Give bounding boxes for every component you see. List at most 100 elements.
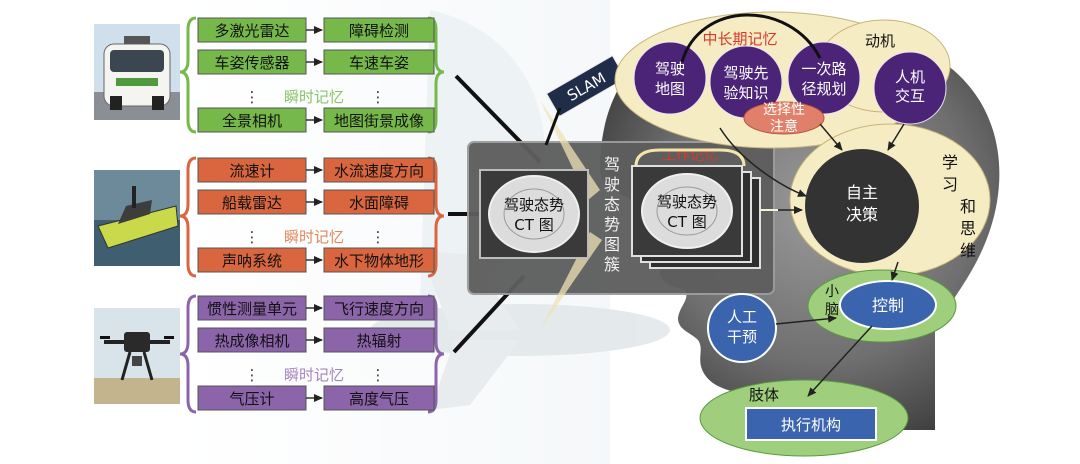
actuator-label: 执行机构 (781, 416, 841, 434)
cerebellum-line1: 小 (825, 284, 839, 300)
learning-label-col2: 和思维 (960, 197, 976, 260)
drone-photo (94, 308, 180, 404)
output-box (323, 107, 435, 133)
vehicle-wheel-right (152, 96, 164, 110)
memory-node-line1: 驾驶先 (723, 64, 768, 82)
human-interaction-line2: 交互 (895, 87, 925, 105)
bg-airplane-wing-lower (430, 340, 520, 410)
vehicle-windshield (110, 50, 164, 72)
vessel-mast (132, 186, 136, 208)
sensor-box (197, 107, 307, 133)
brace-vessel-right (427, 156, 445, 278)
sensor-box (197, 385, 307, 411)
ct-disc-left (488, 175, 580, 253)
vehicle-wheel-left (110, 96, 122, 110)
arrow-control-to-actuator (807, 325, 873, 397)
output-box (323, 17, 435, 43)
sensor-box (197, 189, 307, 215)
memory-node-circle (787, 41, 861, 115)
manual-intervention-circle (707, 293, 777, 363)
output-label: 飞行速度方向 (334, 300, 424, 318)
sensor-label: 船载雷达 (222, 194, 282, 212)
ct-label-line2: CT 图 (514, 216, 553, 234)
sensor-box (197, 157, 307, 183)
output-box (323, 189, 435, 215)
ct-label-line1: 驾驶态势 (504, 196, 564, 214)
slam-connector (544, 107, 562, 146)
selective-attention: 选择性 注意 (743, 101, 825, 135)
output-row-ellipsis: ⋮ (371, 366, 386, 384)
sensor-label: 声呐系统 (222, 252, 282, 270)
working-memory-bracket (634, 148, 746, 167)
control-node (839, 280, 937, 330)
autonomous-decision: 自主 决策 (803, 147, 921, 265)
output-box (323, 247, 435, 273)
output-box (323, 157, 435, 183)
arrow-manual-to-control (775, 314, 837, 325)
sensor-group-vehicle: 多激光雷达障碍检测车姿传感器车速车姿⋮⋮瞬时记忆全景相机地图街景成像 (197, 17, 435, 133)
decision-line2: 决策 (846, 205, 878, 224)
control-label: 控制 (872, 296, 904, 315)
learning-label-col1: 学习 (942, 153, 958, 194)
human-interaction-line1: 人机 (895, 68, 925, 86)
memory-arch (680, 13, 822, 63)
sensor-label: 气压计 (229, 390, 274, 408)
decision-circle (803, 147, 921, 265)
vehicle-photo (94, 24, 180, 120)
memory-node-line2: 径规划 (801, 80, 846, 98)
cluster-label-text: 驾驶态势图簇 (604, 155, 620, 274)
arrow-planning-to-decision (819, 123, 843, 151)
memory-node-line1: 驾驶 (655, 60, 685, 78)
manual-intervention: 人工 干预 (707, 293, 777, 363)
output-box (323, 385, 435, 411)
cluster-label: 驾驶态势图簇 (604, 155, 620, 274)
instant-memory-label: 瞬时记忆 (284, 228, 344, 246)
selective-attention-line2: 注意 (770, 118, 798, 135)
arrow-knowledge-to-decision (719, 127, 807, 197)
sensor-row-ellipsis: ⋮ (245, 366, 260, 384)
memory-to-decision-arrows (719, 123, 905, 214)
sensor-label: 热成像相机 (214, 332, 289, 350)
arrow-interaction-to-decision (887, 123, 905, 151)
drone-rotor-right (164, 336, 174, 339)
output-box (323, 49, 435, 75)
memory-node-line2: 验知识 (723, 84, 768, 102)
motivation-label: 动机 (865, 32, 895, 50)
sensor-box (197, 17, 307, 43)
output-label: 车速车姿 (349, 54, 409, 72)
vessel-cabin (118, 200, 152, 224)
sensor-label: 流速计 (229, 162, 274, 180)
output-row-ellipsis: ⋮ (371, 88, 386, 106)
arrow-decision-to-control (890, 261, 899, 281)
sensor-label: 惯性测量单元 (207, 300, 297, 318)
working-memory-label: 工作记忆 (662, 148, 718, 164)
vessel-photo (94, 170, 180, 266)
limbs-label: 肢体 (749, 386, 779, 404)
memory-node-line1: 一次路 (801, 60, 846, 78)
drone-rotor-left (100, 336, 110, 339)
output-box (323, 327, 435, 353)
brace-drone-right (427, 294, 445, 414)
output-label: 水流速度方向 (334, 162, 424, 180)
cerebellum-line2: 脑 (825, 302, 839, 318)
sensor-group-vessel: 流速计水流速度方向船载雷达水面障碍⋮⋮瞬时记忆声呐系统水下物体地形 (197, 157, 435, 273)
output-label: 障碍检测 (349, 22, 409, 40)
output-row-ellipsis: ⋮ (371, 228, 386, 246)
ct-ring-right (656, 186, 718, 236)
brace-vehicle-right (427, 16, 445, 134)
manual-intervention-line1: 人工 (727, 308, 757, 326)
instant-memory-label: 瞬时记忆 (284, 88, 344, 106)
ct-ring-left (503, 188, 565, 240)
output-label: 水面障碍 (349, 194, 409, 212)
decision-line1: 自主 (846, 183, 878, 202)
output-label: 热辐射 (356, 332, 401, 350)
sensor-label: 车姿传感器 (214, 54, 289, 72)
drone-photo-ground (94, 378, 180, 404)
long-term-memory-label: 中长期记忆 (702, 30, 777, 48)
drone-leg-left (120, 351, 132, 381)
output-label: 水下物体地形 (334, 252, 424, 270)
memory-node-line2: 地图 (655, 80, 685, 98)
